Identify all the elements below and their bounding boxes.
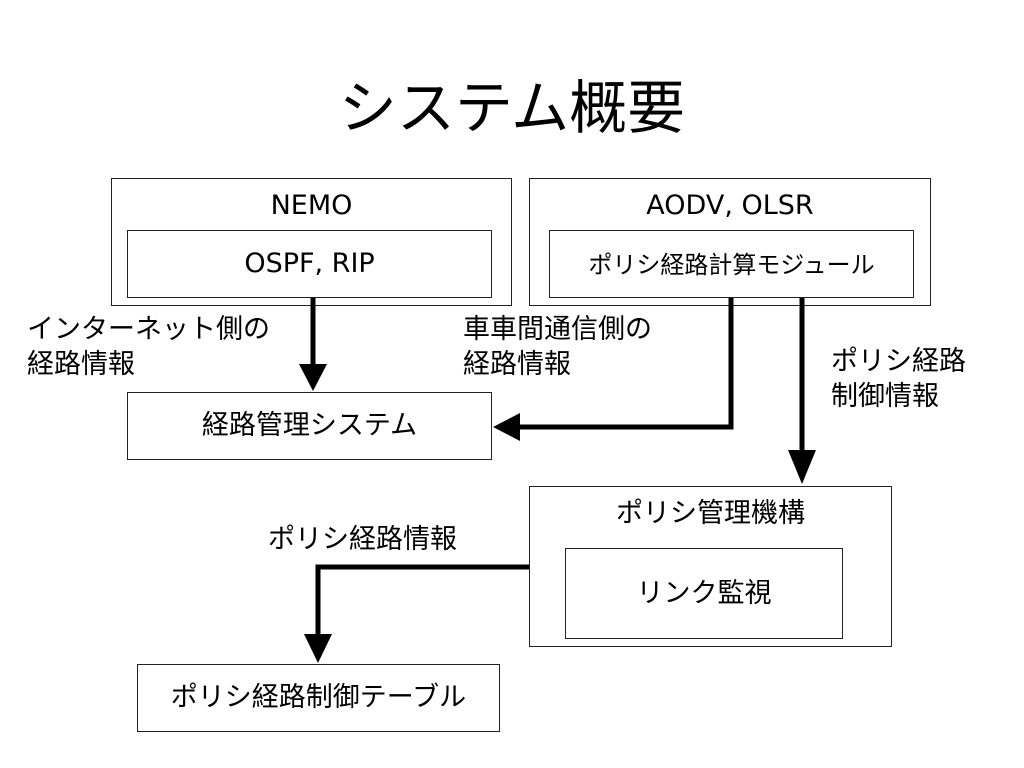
policy-route-control-table-label: ポリシ経路制御テーブル [170, 682, 467, 713]
policy-management-mechanism-label: ポリシ管理機構 [616, 498, 805, 529]
aodv-olsr-label: AODV, OLSR [646, 190, 814, 221]
link-monitoring-box [565, 548, 843, 639]
v2v-side-route-info-label: 車車間通信側の 経路情報 [463, 314, 652, 380]
policy-route-calc-module-label: ポリシ経路計算モジュール [588, 251, 875, 279]
internet-side-route-info-label: インターネット側の 経路情報 [27, 314, 270, 380]
policy-route-info-label: ポリシ経路情報 [268, 524, 457, 555]
policy-route-control-info-label: ポリシ経路 制御情報 [831, 346, 966, 412]
ospf-rip-label: OSPF, RIP [244, 248, 375, 279]
link-monitoring-label: リンク監視 [636, 578, 772, 609]
slide-title: システム概要 [338, 74, 686, 142]
arrowhead-left-route-management [493, 413, 520, 441]
arrowhead-down-policy-management [788, 450, 816, 484]
policy-route-calc-module-box [549, 230, 914, 298]
arrowhead-down-control-table [304, 634, 332, 663]
arrowhead-down-route-management [299, 364, 327, 391]
ospf-rip-box [127, 230, 492, 298]
route-management-system-box [127, 392, 492, 460]
nemo-label: NEMO [270, 190, 353, 221]
edge-policy-management-to-control-table [315, 564, 529, 636]
edge-policy-module-to-route-management [518, 298, 734, 430]
policy-route-control-table-box [137, 664, 500, 732]
route-management-system-label: 経路管理システム [201, 410, 418, 441]
